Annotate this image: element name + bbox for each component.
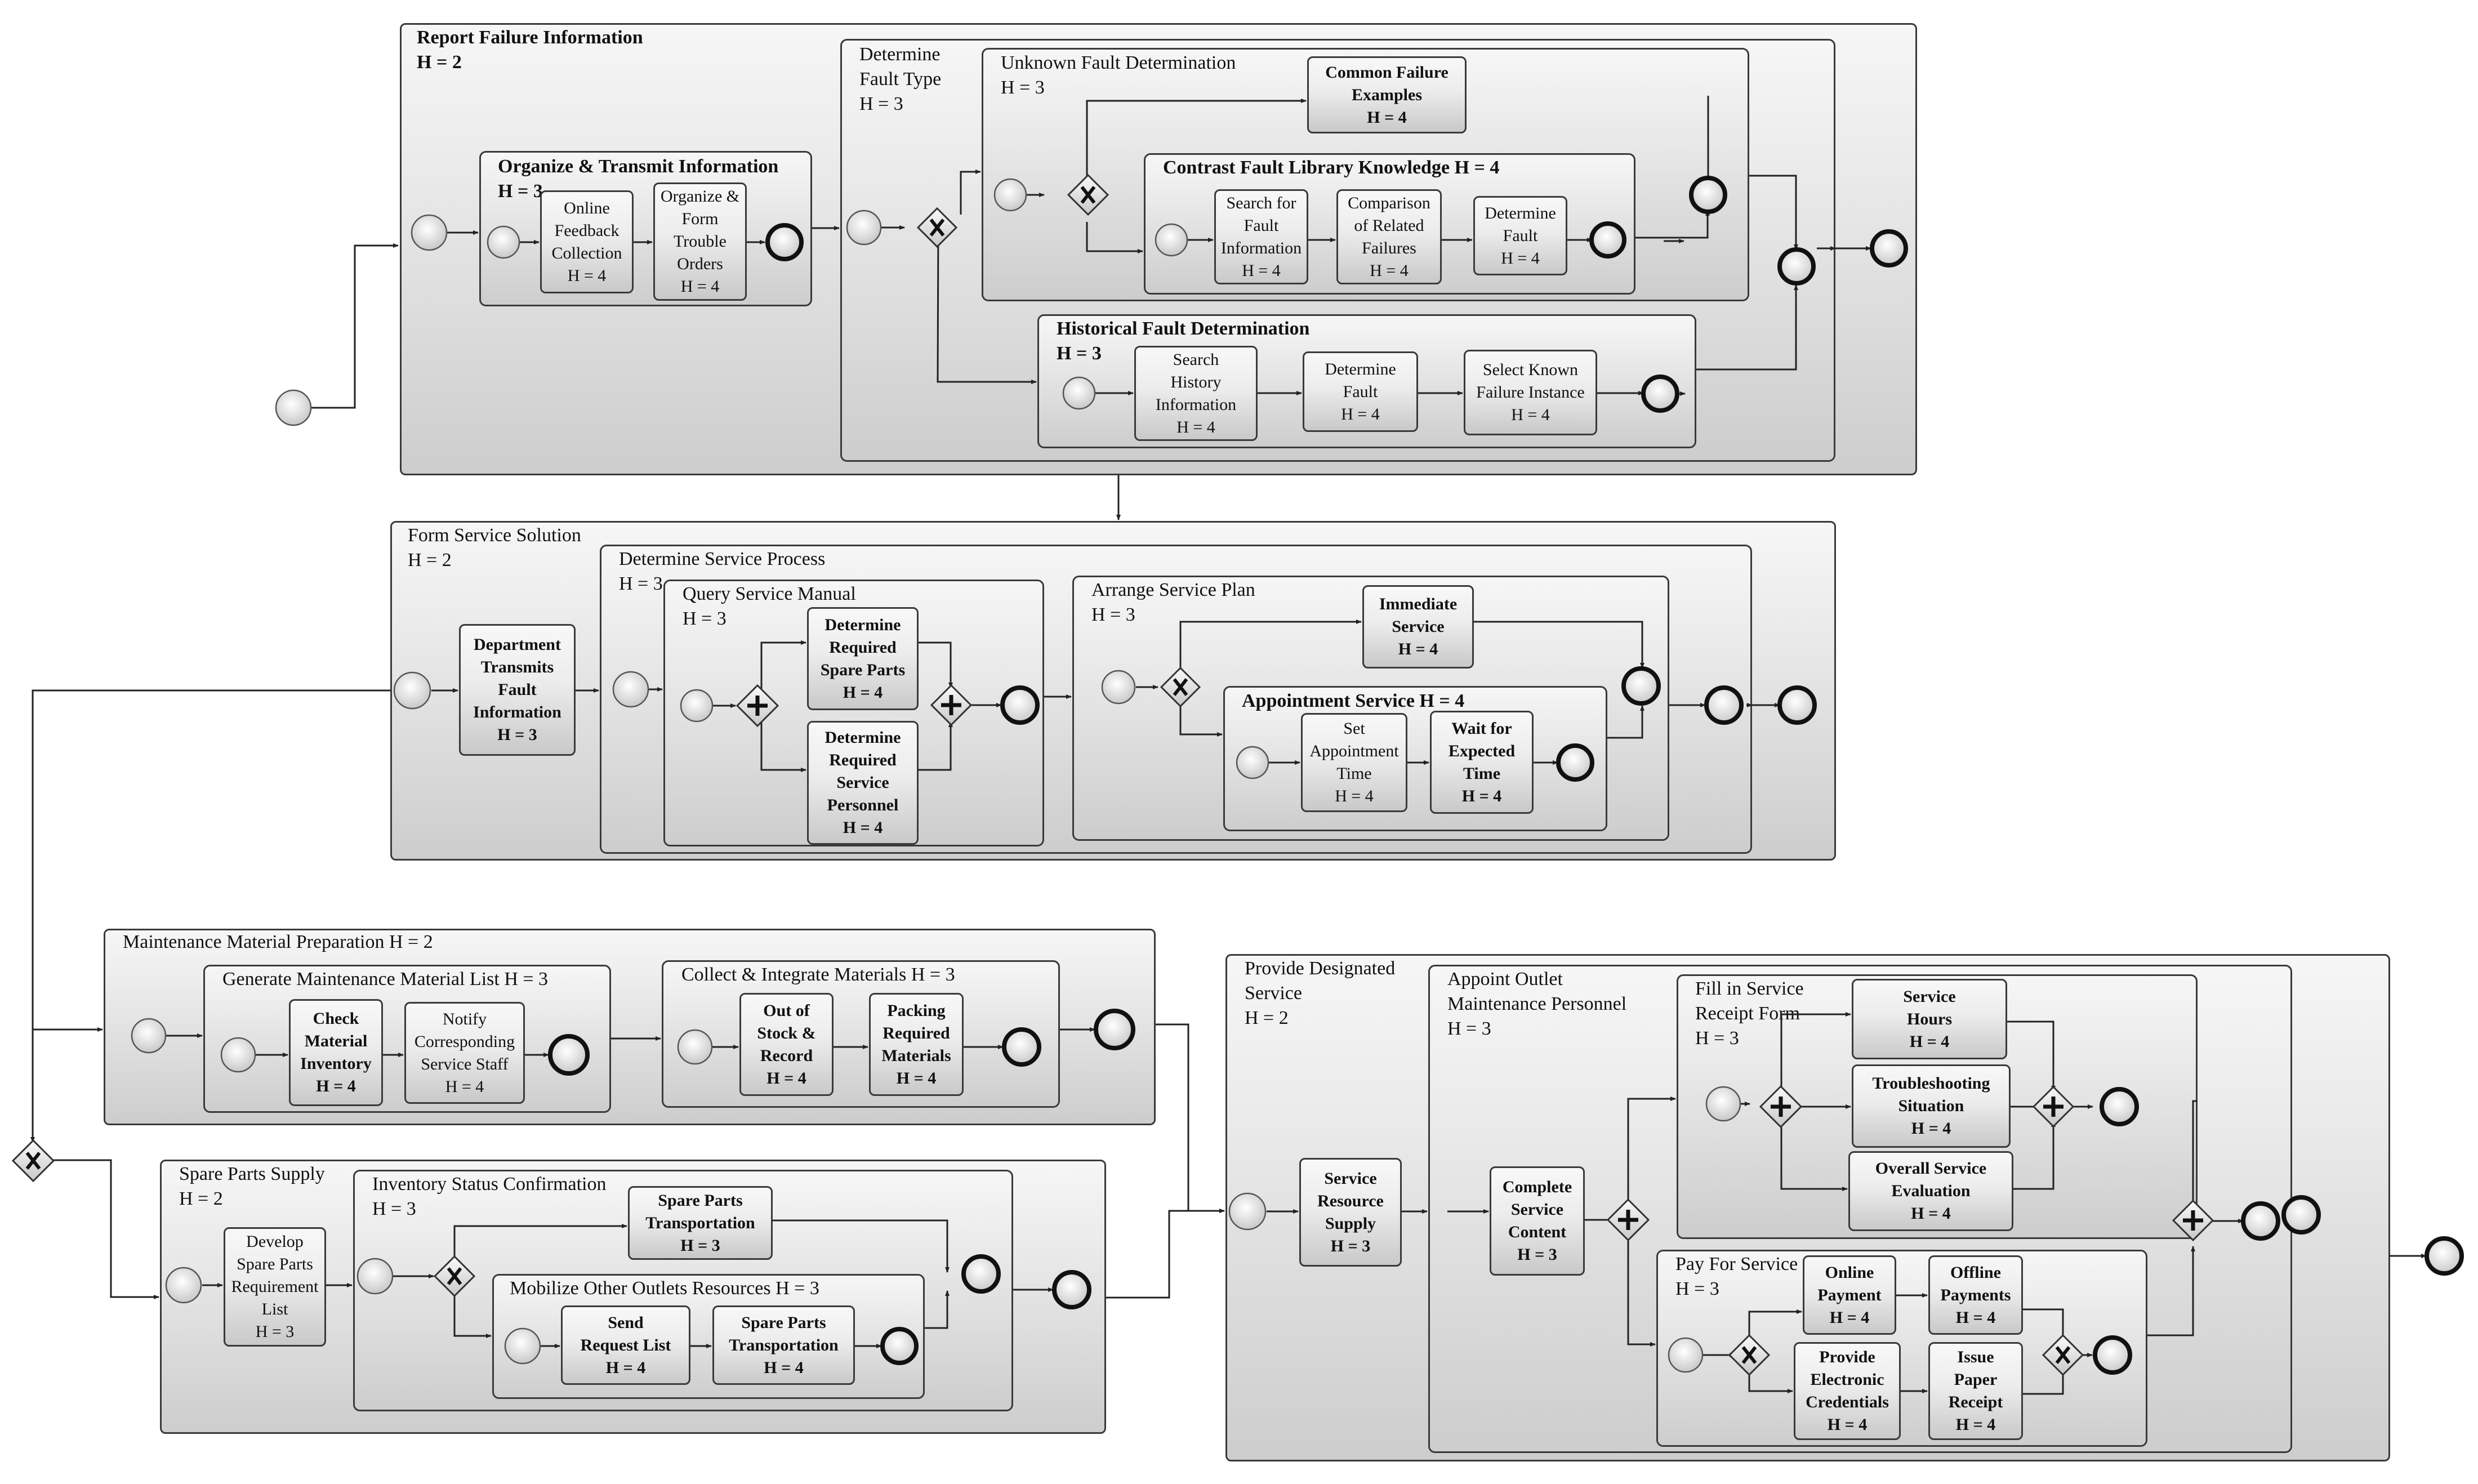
- determine-fault-task-a[interactable]: Determine Fault H = 4: [1473, 196, 1567, 275]
- unknown-fault-determination-label: Unknown Fault Determination H = 3: [1001, 52, 1236, 98]
- inventory-status-confirmation-label: Inventory Status Confirmation H = 3: [372, 1174, 607, 1219]
- select-known-failure-task[interactable]: Select Known Failure Instance H = 4: [1464, 350, 1597, 435]
- immediate-service-task[interactable]: Immediate Service H = 4: [1362, 585, 1474, 669]
- complete-service-content-task[interactable]: Complete Service Content H = 3: [1490, 1166, 1585, 1276]
- notify-service-staff-task[interactable]: Notify Corresponding Service Staff H = 4: [404, 1002, 525, 1104]
- appointment-service-label: Appointment Service H = 4: [1242, 690, 1465, 711]
- service-resource-supply-task[interactable]: Service Resource Supply H = 3: [1299, 1158, 1402, 1267]
- historical-fault-determination-label: Historical Fault Determination H = 3: [1057, 318, 1310, 364]
- set-appointment-time-task[interactable]: Set Appointment Time H = 4: [1301, 713, 1407, 812]
- appoint-outlet-personnel-label: Appoint Outlet Maintenance Personnel H =…: [1447, 969, 1627, 1039]
- spare-parts-supply-label: Spare Parts Supply H = 2: [179, 1164, 325, 1209]
- arrange-service-plan-label: Arrange Service Plan H = 3: [1091, 580, 1255, 625]
- out-of-stock-record-task[interactable]: Out of Stock & Record H = 4: [739, 993, 834, 1096]
- form-service-solution-label: Form Service Solution H = 2: [408, 525, 581, 571]
- comparison-related-failures-task[interactable]: Comparison of Related Failures H = 4: [1336, 189, 1442, 284]
- wait-expected-time-task[interactable]: Wait for Expected Time H = 4: [1430, 711, 1534, 814]
- organize-trouble-orders-task[interactable]: Organize & Form Trouble Orders H = 4: [653, 182, 747, 301]
- collect-integrate-materials-subprocess[interactable]: [662, 960, 1060, 1108]
- offline-payments-task[interactable]: Offline Payments H = 4: [1928, 1255, 2023, 1335]
- organize-transmit-information-subprocess[interactable]: [479, 151, 812, 306]
- contrast-fault-library-label: Contrast Fault Library Knowledge H = 4: [1163, 157, 1500, 178]
- common-failure-examples-task[interactable]: Common Failure Examples H = 4: [1307, 56, 1467, 133]
- determine-required-spare-parts-task[interactable]: Determine Required Spare Parts H = 4: [807, 607, 919, 710]
- packing-required-materials-task[interactable]: Packing Required Materials H = 4: [869, 993, 964, 1096]
- query-service-manual-label: Query Service Manual H = 3: [683, 583, 856, 629]
- collect-integrate-materials-label: Collect & Integrate Materials H = 3: [681, 964, 955, 985]
- spare-parts-transportation-task-b[interactable]: Spare Parts Transportation H = 4: [712, 1305, 855, 1385]
- determine-fault-type-label: Determine Fault Type H = 3: [859, 44, 942, 114]
- develop-requirement-list-task[interactable]: Develop Spare Parts Requirement List H =…: [224, 1227, 326, 1347]
- fill-service-receipt-label: Fill in Service Receipt Form H = 3: [1695, 978, 1804, 1049]
- maintenance-material-preparation-label: Maintenance Material Preparation H = 2: [123, 932, 433, 952]
- service-hours-task[interactable]: Service Hours H = 4: [1852, 979, 2007, 1059]
- provide-electronic-credentials-task[interactable]: Provide Electronic Credentials H = 4: [1794, 1342, 1901, 1440]
- organize-transmit-information-label: Organize & Transmit Information H = 3: [498, 156, 779, 202]
- generate-material-list-label: Generate Maintenance Material List H = 3: [222, 969, 549, 990]
- department-transmits-task[interactable]: Department Transmits Fault Information H…: [459, 624, 576, 756]
- issue-paper-receipt-task[interactable]: Issue Paper Receipt H = 4: [1928, 1342, 2023, 1440]
- appointment-service-subprocess[interactable]: [1223, 686, 1607, 831]
- overall-service-evaluation-task[interactable]: Overall Service Evaluation H = 4: [1848, 1151, 2013, 1231]
- online-payment-task[interactable]: Online Payment H = 4: [1803, 1255, 1896, 1335]
- check-material-inventory-task[interactable]: Check Material Inventory H = 4: [289, 999, 383, 1106]
- send-request-list-task[interactable]: Send Request List H = 4: [561, 1305, 690, 1385]
- mobilize-other-outlets-label: Mobilize Other Outlets Resources H = 3: [510, 1278, 819, 1299]
- provide-designated-service-label: Provide Designated Service H = 2: [1245, 958, 1396, 1028]
- exclusive-gateways: [11, 173, 2084, 1376]
- pay-for-service-label: Pay For Service H = 3: [1675, 1254, 1798, 1299]
- online-feedback-collection-task[interactable]: Online Feedback Collection H = 4: [540, 190, 634, 293]
- spare-parts-transportation-task-a[interactable]: Spare Parts Transportation H = 3: [628, 1186, 773, 1260]
- determine-fault-task-b[interactable]: Determine Fault H = 4: [1303, 351, 1418, 432]
- determine-service-process-label: Determine Service Process H = 3: [619, 549, 826, 594]
- search-fault-information-task[interactable]: Search for Fault Information H = 4: [1214, 189, 1308, 284]
- search-history-information-task[interactable]: Search History Information H = 4: [1134, 346, 1258, 441]
- troubleshooting-situation-task[interactable]: Troubleshooting Situation H = 4: [1852, 1064, 2011, 1148]
- determine-required-personnel-task[interactable]: Determine Required Service Personnel H =…: [807, 721, 919, 845]
- parallel-gateways: [736, 684, 2214, 1242]
- report-failure-information-label: Report Failure Information H = 2: [417, 27, 643, 73]
